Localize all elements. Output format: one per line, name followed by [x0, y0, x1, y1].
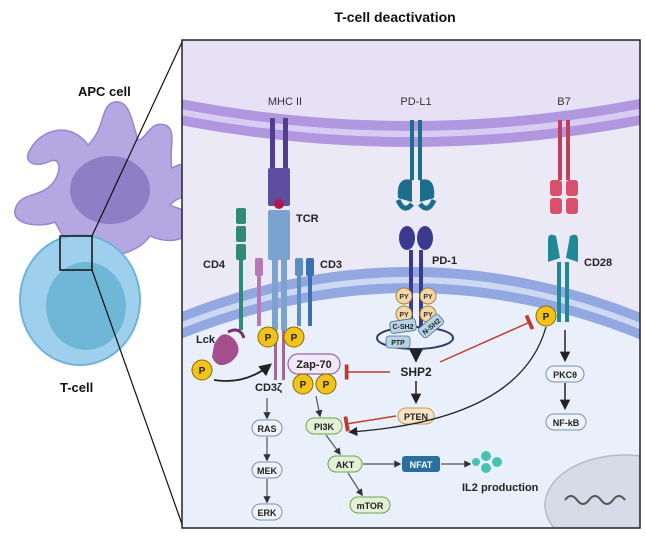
- zap70-phospho-2: P: [315, 373, 337, 395]
- cd3z-phospho-1: P: [257, 326, 279, 348]
- cd3-chains: [255, 258, 314, 326]
- cd3-label: CD3: [320, 259, 342, 271]
- cd3z-phospho-2: P: [283, 326, 305, 348]
- pkc-node: PKCθ: [545, 365, 585, 383]
- shp2-label: SHP2: [400, 365, 432, 379]
- lck-label: Lck: [196, 334, 216, 346]
- svg-text:NFAT: NFAT: [410, 460, 433, 470]
- ras-node: RAS: [251, 419, 283, 437]
- zap70-label: Zap-70: [296, 359, 331, 371]
- svg-text:PY: PY: [423, 294, 433, 301]
- t-cell-label: T-cell: [60, 380, 93, 395]
- shp2-inhibits-cd28: [439, 314, 535, 363]
- svg-text:mTOR: mTOR: [357, 501, 384, 511]
- lck-to-zap-arrow: [213, 363, 272, 382]
- diagram-title: T-cell deactivation: [334, 9, 455, 25]
- zoom-line-top: [91, 39, 184, 237]
- cd28-phospho: P: [535, 305, 557, 327]
- zap70-phospho-1: P: [292, 373, 314, 395]
- nfat-node: NFAT: [402, 456, 440, 472]
- pten-inhibits-pi3k: [343, 415, 397, 432]
- b7-molecule: [550, 120, 578, 214]
- tcr-complex: [268, 210, 290, 380]
- svg-text:PY: PY: [399, 294, 409, 301]
- svg-text:AKT: AKT: [336, 460, 355, 470]
- svg-text:P: P: [291, 333, 298, 344]
- il2-label: IL2 production: [462, 482, 539, 494]
- svg-text:PTP: PTP: [391, 340, 405, 347]
- svg-text:NF-kB: NF-kB: [553, 418, 580, 428]
- pi3k-node: PI3K: [305, 417, 343, 435]
- b7-label: B7: [557, 96, 570, 108]
- cd28-label: CD28: [584, 257, 612, 269]
- svg-text:PI3K: PI3K: [314, 422, 335, 432]
- pd1-molecule: [399, 226, 433, 330]
- svg-text:P: P: [543, 312, 550, 323]
- svg-text:PY: PY: [399, 312, 409, 319]
- apc-cell: [14, 101, 207, 257]
- svg-text:MEK: MEK: [257, 466, 278, 476]
- mhc-label: MHC II: [268, 96, 302, 108]
- svg-text:PKCθ: PKCθ: [553, 370, 577, 380]
- apc-membrane: [182, 40, 640, 126]
- erk-node: ERK: [251, 503, 283, 521]
- svg-text:P: P: [265, 333, 272, 344]
- apc-cell-label: APC cell: [78, 84, 131, 99]
- mhc-molecule: [268, 118, 290, 209]
- nfkb-node: NF-kB: [545, 413, 587, 431]
- pdl1-label: PD-L1: [400, 96, 431, 108]
- zap70-box: [287, 353, 341, 375]
- svg-text:PY: PY: [423, 312, 433, 319]
- akt-node: AKT: [327, 455, 363, 473]
- zoom-box: [59, 235, 93, 271]
- panel-frame: [181, 39, 641, 529]
- zoom-line-bottom: [91, 269, 184, 528]
- lck-kinase: [212, 328, 246, 366]
- nucleus: [544, 454, 640, 528]
- cd28-molecule: [548, 234, 578, 322]
- svg-text:P: P: [300, 380, 307, 391]
- svg-text:P: P: [323, 380, 330, 391]
- cd4-molecule: [236, 208, 246, 330]
- cd3z-label: CD3ζ: [255, 382, 282, 394]
- cd28-to-pi3k-arrow: [348, 326, 547, 437]
- svg-text:C-SH2: C-SH2: [392, 324, 413, 331]
- svg-text:PTEN: PTEN: [404, 412, 428, 422]
- svg-text:P: P: [199, 366, 206, 377]
- cd4-label: CD4: [203, 259, 226, 271]
- svg-text:ERK: ERK: [257, 508, 277, 518]
- lck-phospho: P: [191, 359, 213, 381]
- pd1-label: PD-1: [432, 255, 457, 267]
- mtor-node: mTOR: [349, 496, 391, 514]
- tcr-label: TCR: [296, 213, 319, 225]
- t-cell-left: [19, 234, 141, 366]
- il2-dots: [472, 451, 502, 473]
- pten-node: PTEN: [397, 407, 435, 425]
- svg-text:RAS: RAS: [257, 424, 276, 434]
- mek-node: MEK: [251, 461, 283, 479]
- pdl1-molecule: [395, 120, 437, 211]
